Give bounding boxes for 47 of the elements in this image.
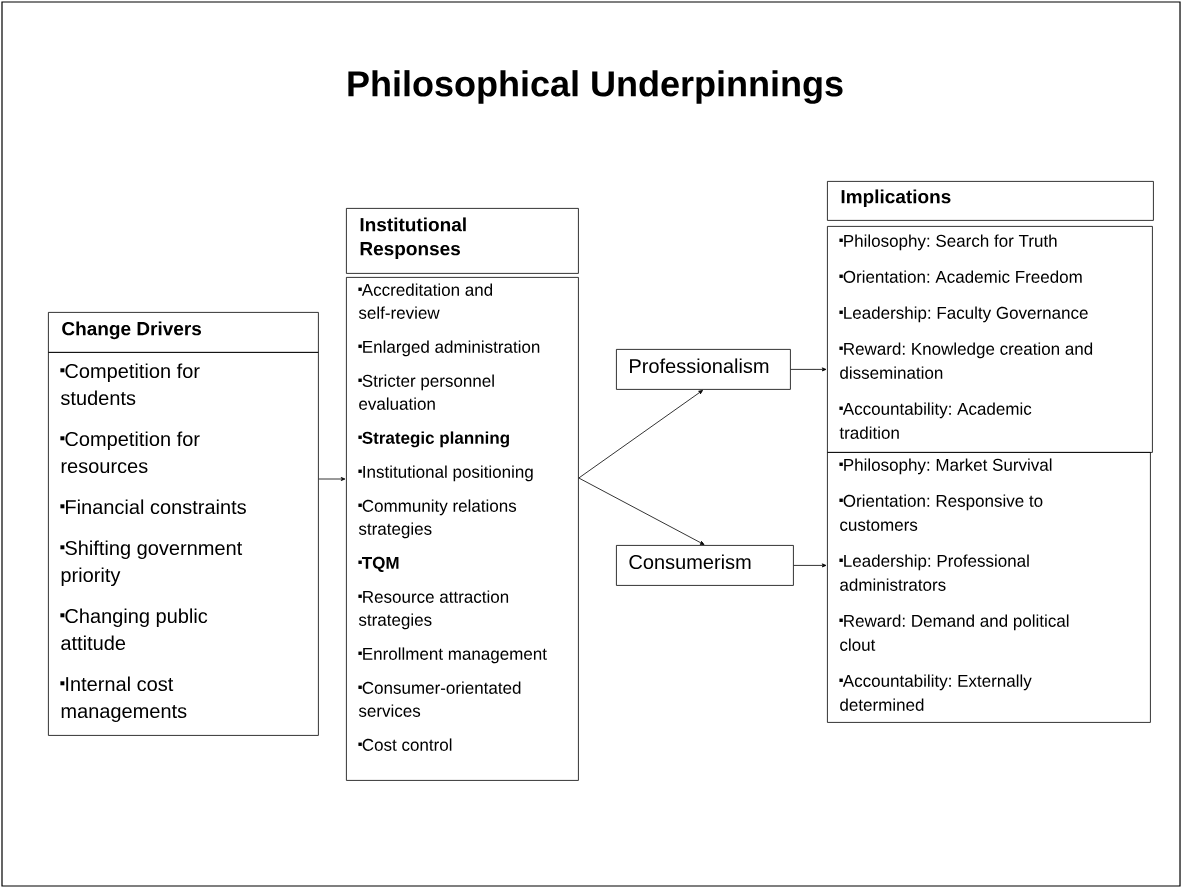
- bullet-item: Consumer-orientated services: [358, 681, 521, 717]
- bullet-item: Enlarged administration: [358, 340, 540, 357]
- bullet-item: Internal cost managements: [60, 676, 187, 723]
- bullet-item: Accreditation and self-review: [358, 283, 493, 319]
- header-box: [48, 312, 319, 353]
- bullet-item: Competition for resources: [60, 431, 200, 474]
- arrow: [318, 477, 346, 481]
- header-text: Institutional Responses: [360, 217, 466, 260]
- bullet-item: Cost control: [358, 738, 452, 751]
- bullet-item: Reward: Demand and political clout: [839, 614, 1069, 651]
- bullet-item: Philosophy: Search for Truth: [839, 234, 1057, 251]
- bullet-item: Financial constraints: [60, 499, 246, 515]
- list-box: [827, 452, 1151, 723]
- header-box: [827, 181, 1154, 221]
- bullet-item: Institutional positioning: [358, 465, 533, 482]
- header-text: Change Drivers: [62, 321, 202, 340]
- box-label: Consumerism: [629, 554, 751, 570]
- arrow: [578, 477, 705, 545]
- bullet-item: Accountability: Academic tradition: [839, 402, 1032, 439]
- bullet-item: TQM: [358, 556, 399, 573]
- bullet-item: Accountability: Externally determined: [839, 674, 1032, 711]
- list-box: [346, 277, 579, 781]
- concept-box: [616, 545, 794, 586]
- concept-box: [616, 349, 791, 390]
- bullet-item: Leadership: Professional administrators: [839, 554, 1029, 591]
- box-label: Professionalism: [630, 358, 769, 374]
- bullet-item: Community relations strategies: [358, 499, 517, 539]
- arrow: [790, 367, 827, 372]
- header-text: Implications: [841, 189, 951, 208]
- list-box: [48, 352, 319, 736]
- bullet-item: Stricter personnel evaluation: [358, 374, 494, 410]
- bullet-item: Strategic planning: [358, 431, 509, 448]
- bullet-item: Leadership: Faculty Governance: [839, 306, 1088, 323]
- arrow: [578, 390, 703, 479]
- bullet-item: Orientation: Responsive to customers: [839, 494, 1043, 531]
- bullet-item: Changing public attitude: [60, 608, 208, 651]
- bullet-item: Philosophy: Market Survival: [839, 458, 1052, 475]
- title: Philosophical Underpinnings: [348, 70, 843, 104]
- bullet-item: Orientation: Academic Freedom: [839, 270, 1082, 283]
- bullet-item: Enrollment management: [358, 647, 547, 664]
- bullet-item: Competition for students: [60, 363, 200, 406]
- arrow: [793, 563, 827, 568]
- bullet-item: Shifting government priority: [60, 540, 243, 587]
- bullet-item: Reward: Knowledge creation and dissemination: [839, 342, 1093, 379]
- list-box: [827, 226, 1153, 453]
- bullet-item: Resource attraction strategies: [358, 590, 509, 630]
- header-box: [346, 208, 579, 274]
